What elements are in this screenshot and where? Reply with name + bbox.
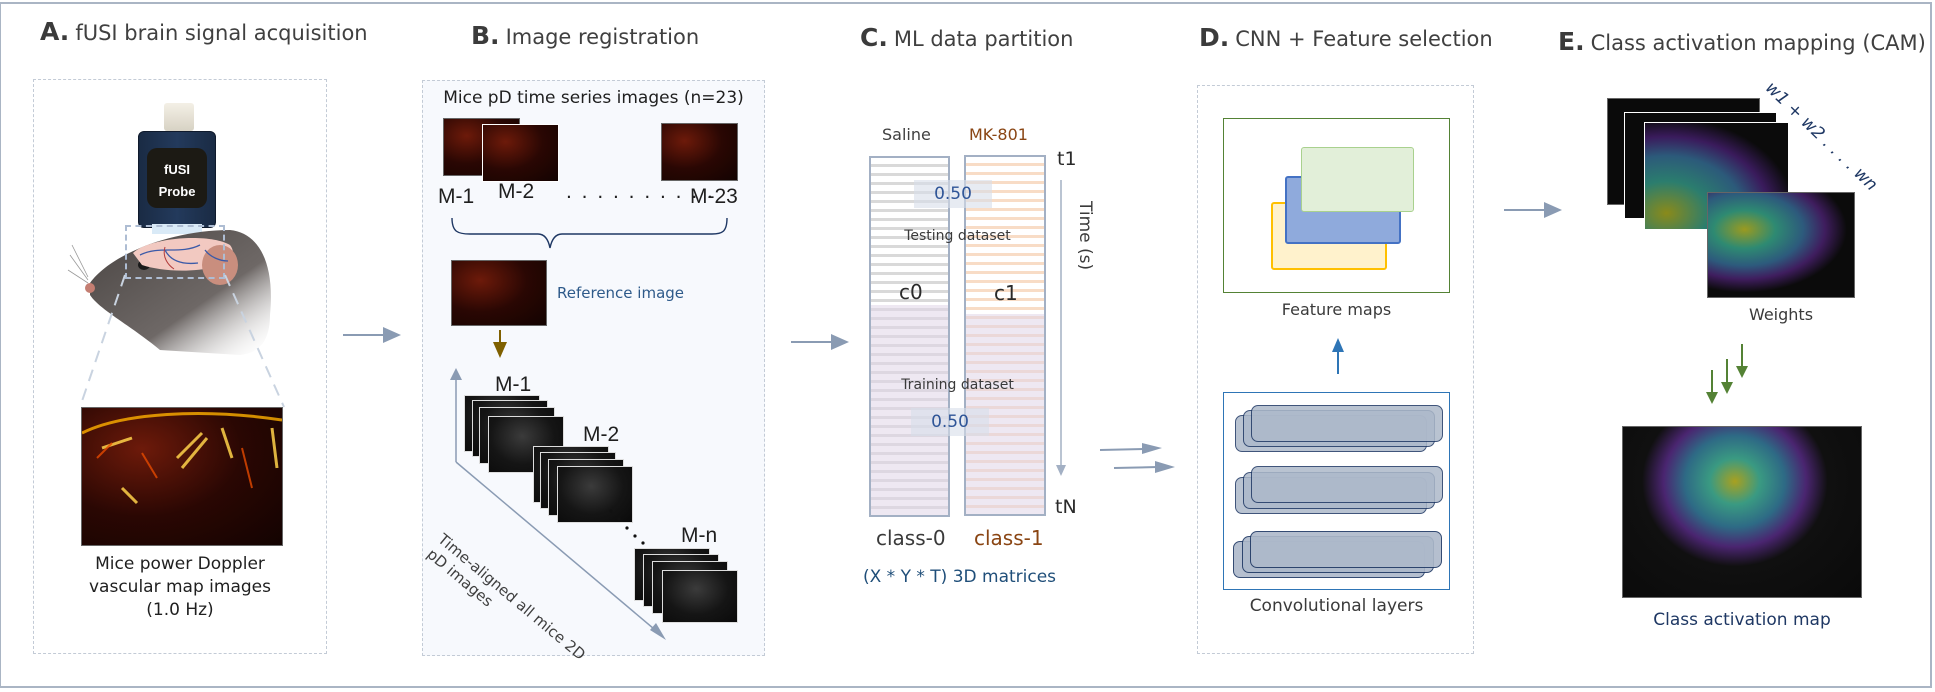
class-label-0: class-0 xyxy=(876,526,946,550)
arrow-b-to-c-icon xyxy=(791,334,849,350)
panel-d-box xyxy=(1197,85,1474,654)
down-arrow-brown-icon xyxy=(493,330,507,358)
green-down-arrows-icon xyxy=(1706,344,1748,404)
stack-ellipsis-dots xyxy=(609,509,645,545)
time-axis-arrow xyxy=(1056,180,1066,476)
stack-label-m1: M-1 xyxy=(495,373,532,396)
weight-map-front xyxy=(1707,192,1855,298)
panel-c-title-text: ML data partition xyxy=(893,27,1074,51)
class-code-c1: c1 xyxy=(994,281,1018,305)
panel-a-caption-1: Mice power Doppler xyxy=(95,554,265,574)
zoom-projection-lines xyxy=(79,274,285,408)
stack-m2-frame xyxy=(557,466,633,523)
series-image-m2 xyxy=(482,124,559,182)
time-axis-label: Time (s) xyxy=(1075,201,1095,271)
conv-layer xyxy=(1251,405,1443,442)
conv-layer xyxy=(1251,466,1443,503)
series-ellipsis: . . . . . . . . . . xyxy=(566,180,715,203)
panel-d-letter: D. xyxy=(1199,23,1230,52)
probe-label-2: Probe xyxy=(158,184,196,199)
conv-layers-label: Convolutional layers xyxy=(1249,596,1424,616)
panel-e-title-text: Class activation mapping (CAM) xyxy=(1590,31,1926,55)
feature-maps-label: Feature maps xyxy=(1281,300,1392,319)
series-label-m1: M-1 xyxy=(438,185,475,208)
series-label-m23: M-23 xyxy=(690,185,738,208)
arrow-d-to-e-icon xyxy=(1504,202,1562,218)
fusi-probe-icon: fUSI Probe xyxy=(138,131,216,228)
panel-b-title: B.Image registration xyxy=(471,21,699,50)
time-aligned-axis xyxy=(450,368,666,640)
panel-a-caption-3: (1.0 Hz) xyxy=(146,600,214,620)
matrix-caption: (X * Y * T) 3D matrices xyxy=(863,567,1057,587)
time-start-label: t1 xyxy=(1057,148,1077,170)
brace-icon xyxy=(451,217,728,249)
power-doppler-image xyxy=(81,407,283,546)
panel-a-title-text: fUSI brain signal acquisition xyxy=(75,21,368,45)
panel-a-box xyxy=(33,79,327,654)
panel-d-title: D.CNN + Feature selection xyxy=(1199,23,1493,52)
arrows-c-to-d-icon xyxy=(1099,443,1175,473)
panel-a-letter: A. xyxy=(40,17,70,46)
class-activation-map-label: Class activation map xyxy=(1653,610,1831,630)
group-label-mk801: MK-801 xyxy=(969,125,1028,144)
class-activation-map-image xyxy=(1622,426,1862,598)
feature-maps-box xyxy=(1223,118,1450,293)
class-label-1: class-1 xyxy=(974,526,1044,550)
testing-ratio: 0.50 xyxy=(914,180,992,208)
panel-e-title: E.Class activation mapping (CAM) xyxy=(1558,27,1926,56)
reference-label: Reference image xyxy=(557,284,685,302)
stack-label-m2: M-2 xyxy=(583,423,620,446)
stack-label-mn: M-n xyxy=(681,524,718,547)
class-1-bar xyxy=(964,155,1046,516)
panel-c-title: C.ML data partition xyxy=(860,23,1073,52)
mouse-head-icon xyxy=(67,230,271,355)
panel-a-caption-2: vascular map images xyxy=(89,577,271,597)
stack-mn-frame xyxy=(662,570,738,623)
testing-dataset-label: Testing dataset xyxy=(904,228,1011,244)
probe-cable xyxy=(164,103,194,131)
group-label-saline: Saline xyxy=(882,125,931,144)
training-ratio: 0.50 xyxy=(911,408,989,436)
class-0-bar xyxy=(869,156,950,517)
weights-label: Weights xyxy=(1748,305,1814,324)
panel-c-letter: C. xyxy=(860,23,888,52)
conv-layers-box xyxy=(1223,392,1450,590)
class-code-c0: c0 xyxy=(899,280,923,304)
conv-layer xyxy=(1250,531,1442,568)
arrow-a-to-b-icon xyxy=(343,327,401,343)
probe-gel xyxy=(152,224,202,234)
up-arrow-blue-icon xyxy=(1332,338,1344,374)
panel-b-letter: B. xyxy=(471,21,500,50)
training-dataset-label: Training dataset xyxy=(901,377,1014,393)
series-label-m2: M-2 xyxy=(498,180,535,203)
panel-e-letter: E. xyxy=(1558,27,1585,56)
series-title: Mice pD time series images (n=23) xyxy=(443,88,744,108)
series-image-m23 xyxy=(661,123,738,181)
feature-map-green xyxy=(1301,147,1414,212)
panel-b-title-text: Image registration xyxy=(505,25,700,49)
brain-roi-box xyxy=(125,225,225,279)
probe-label: fUSI xyxy=(164,162,190,177)
reference-image xyxy=(451,260,547,326)
time-end-label: tN xyxy=(1055,496,1077,518)
panel-d-title-text: CNN + Feature selection xyxy=(1235,27,1493,51)
panel-a-title: A.fUSI brain signal acquisition xyxy=(40,17,368,46)
